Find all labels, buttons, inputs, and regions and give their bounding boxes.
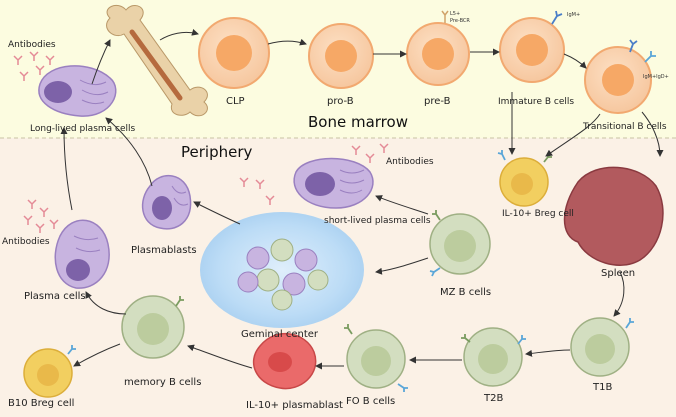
il10-plasmablast-cell-icon	[252, 332, 317, 390]
long-lived-plasma-cell-icon	[38, 65, 117, 117]
antibodies-top-label: Antibodies	[8, 40, 56, 50]
b10-breg-cell-icon	[23, 345, 76, 398]
il10-breg-label: IL-10+ Breg cell	[502, 209, 574, 219]
clp-label: CLP	[226, 96, 245, 107]
plasmablasts-cell-icon	[141, 174, 192, 230]
pre-bcr-label: Pre-BCR	[450, 18, 470, 24]
transitional-b-label: Transitional B cells	[582, 122, 667, 132]
t2b-cell-icon	[461, 327, 526, 387]
il10-breg-cell-icon	[497, 150, 552, 207]
antibodies-left-icon	[23, 199, 59, 233]
t1b-cell-icon	[570, 317, 634, 377]
igm-igd-label: IgM+IgD+	[643, 74, 669, 80]
antibodies-left-label: Antibodies	[2, 237, 50, 247]
immature-b-cell-icon	[499, 10, 565, 83]
plasmablasts-label: Plasmablasts	[131, 245, 197, 256]
plasma-cell-icon	[54, 219, 110, 289]
spleen-icon	[563, 166, 664, 266]
germinal-center-icon	[200, 212, 364, 328]
mz-b-label: MZ B cells	[440, 287, 491, 298]
antibodies-top-icon	[13, 51, 55, 81]
bone-icon	[106, 5, 208, 117]
pre-b-cell-icon	[406, 10, 470, 86]
spleen-label: Spleen	[601, 268, 635, 279]
fo-b-label: FO B cells	[346, 396, 395, 407]
antibodies-mid-icon	[239, 143, 389, 205]
mz-b-cell-icon	[429, 210, 491, 277]
clp-cell-icon	[198, 17, 270, 89]
pro-b-cell-icon	[308, 23, 374, 89]
t2b-label: T2B	[483, 393, 503, 404]
transitional-b-cell-icon	[584, 39, 656, 114]
pre-b-label: pre-B	[424, 96, 451, 107]
periphery-title: Periphery	[181, 143, 252, 161]
pro-b-label: pro-B	[327, 96, 354, 107]
memory-b-cell-icon	[121, 295, 185, 359]
l5-label: L5+	[450, 11, 460, 17]
short-lived-plasma-cell-icon	[293, 157, 374, 209]
b10-breg-label: B10 Breg cell	[8, 398, 74, 409]
immature-b-label: Immature B cells	[498, 97, 574, 107]
il10-plasmablast-label: IL-10+ plasmablast	[246, 400, 343, 411]
flow-arrows	[60, 28, 664, 370]
fo-b-cell-icon	[344, 324, 408, 392]
plasma-cells-label: Plasma cells	[24, 291, 86, 302]
germinal-center-label: Geminal center	[241, 329, 319, 340]
igm-label: IgM+	[567, 12, 580, 18]
long-lived-plasma-label: Long-lived plasma cells	[30, 124, 136, 134]
bone-marrow-title: Bone marrow	[308, 113, 408, 131]
memory-b-label: memory B cells	[124, 377, 201, 388]
short-lived-plasma-label: short-lived plasma cells	[324, 216, 431, 226]
antibodies-mid-label: Antibodies	[386, 157, 434, 167]
t1b-label: T1B	[592, 382, 612, 393]
